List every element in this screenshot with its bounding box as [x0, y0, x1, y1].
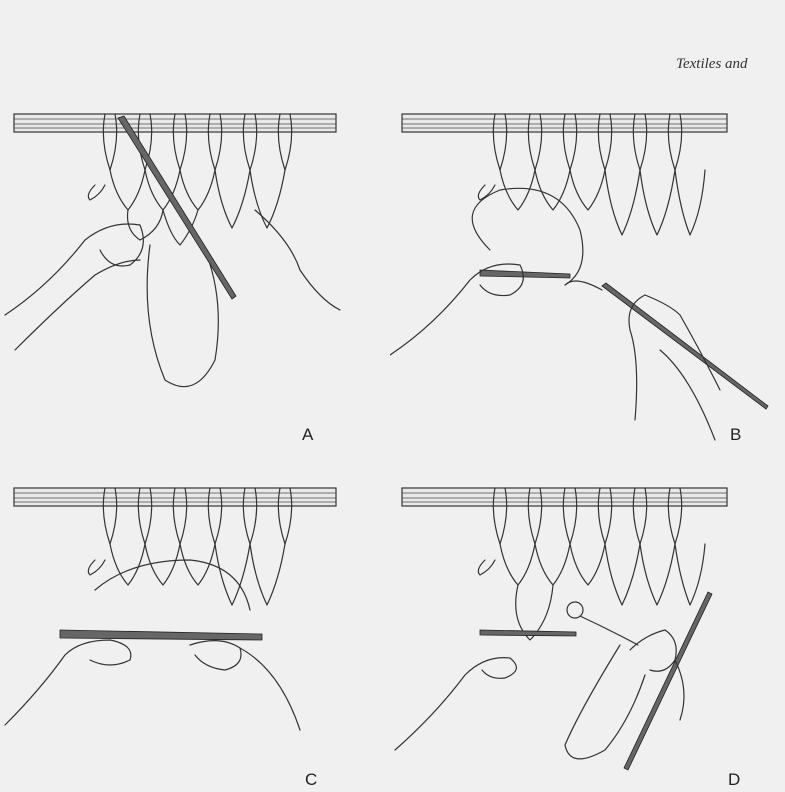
panel-d: D	[390, 480, 785, 792]
netting-illustration-d	[390, 480, 785, 792]
netting-illustration-a	[0, 100, 390, 450]
panel-b: B	[390, 100, 785, 450]
netting-illustration-c	[0, 480, 390, 792]
panel-label-d: D	[728, 770, 740, 790]
panel-label-c: C	[305, 770, 317, 790]
panel-c: C	[0, 480, 390, 792]
panel-a: A	[0, 100, 390, 450]
netting-illustration-b	[390, 100, 785, 450]
running-header: Textiles and	[676, 56, 748, 73]
panel-label-b: B	[730, 425, 741, 445]
panel-label-a: A	[302, 425, 313, 445]
